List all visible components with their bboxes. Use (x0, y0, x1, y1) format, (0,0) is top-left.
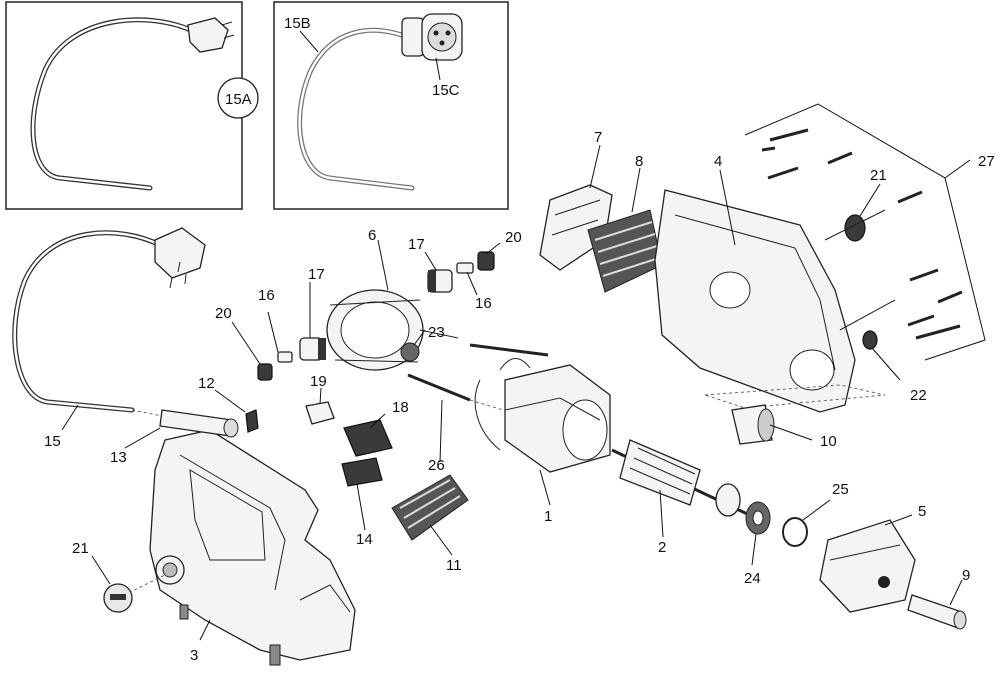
label-5: 5 (918, 503, 926, 520)
label-15: 15 (44, 433, 61, 450)
inset-box-15a: 15A (5, 1, 259, 210)
fan-8 (587, 209, 663, 293)
leader-lines (61, 144, 971, 641)
label-26: 26 (428, 457, 445, 474)
bracket-6 (326, 289, 459, 371)
label-20b: 20 (505, 229, 522, 246)
label-19: 19 (310, 373, 327, 390)
label-6: 6 (368, 227, 376, 244)
screws-27 (744, 103, 986, 361)
end-cap-5 (819, 519, 916, 613)
housing-3 (149, 429, 356, 666)
part-labels: 1 2 3 4 5 6 7 8 9 10 11 12 13 14 15 16 1… (44, 129, 995, 664)
rotor-2 (611, 439, 761, 522)
label-25: 25 (832, 481, 849, 498)
label-27: 27 (978, 153, 995, 170)
inset-box-15b-15c: 15B 15C (273, 1, 509, 210)
small-parts-upper (427, 251, 495, 293)
switch-parts (305, 401, 393, 487)
label-1: 1 (544, 508, 552, 525)
label-16a: 16 (258, 287, 275, 304)
label-17b: 17 (408, 236, 425, 253)
label-14: 14 (356, 531, 373, 548)
bolt-22 (839, 299, 896, 350)
schuko-plug-icon (187, 17, 235, 53)
label-4: 4 (714, 153, 722, 170)
label-15c: 15C (432, 82, 460, 99)
label-18: 18 (392, 399, 409, 416)
label-21b: 21 (870, 167, 887, 184)
label-10: 10 (820, 433, 837, 450)
label-3: 3 (190, 647, 198, 664)
ring-25 (782, 517, 808, 547)
clamp-12 (245, 409, 259, 433)
label-17a: 17 (308, 266, 325, 283)
uk-plug-icon (154, 227, 206, 289)
bushing-10 (731, 404, 775, 445)
part-19 (305, 401, 335, 425)
switch-18 (343, 419, 393, 457)
label-21a: 21 (72, 540, 89, 557)
label-22: 22 (910, 387, 927, 404)
power-cable-15 (12, 227, 206, 413)
label-12: 12 (198, 375, 215, 392)
callout-circle-15a (217, 77, 259, 119)
label-13: 13 (110, 449, 127, 466)
filter-mesh-11 (391, 474, 469, 541)
cap-21-left (103, 574, 166, 613)
label-20a: 20 (215, 305, 232, 322)
label-15b: 15B (284, 15, 311, 32)
stator-1 (474, 358, 611, 473)
cee-industrial-plug-icon (401, 13, 463, 61)
label-9: 9 (962, 567, 970, 584)
label-7: 7 (594, 129, 602, 146)
label-23: 23 (428, 324, 445, 341)
small-parts-left (257, 337, 326, 381)
fan-guard-7 (539, 184, 613, 271)
casing-4 (654, 189, 886, 413)
part-14 (341, 457, 383, 487)
label-2: 2 (658, 539, 666, 556)
label-16b: 16 (475, 295, 492, 312)
bearing-24 (745, 501, 771, 535)
label-15a: 15A (225, 91, 252, 108)
label-24: 24 (744, 570, 761, 587)
label-11: 11 (446, 557, 462, 574)
cap-21-right (824, 209, 886, 242)
sleeve-13 (131, 409, 239, 438)
label-8: 8 (635, 153, 643, 170)
sleeve-9 (907, 594, 967, 630)
